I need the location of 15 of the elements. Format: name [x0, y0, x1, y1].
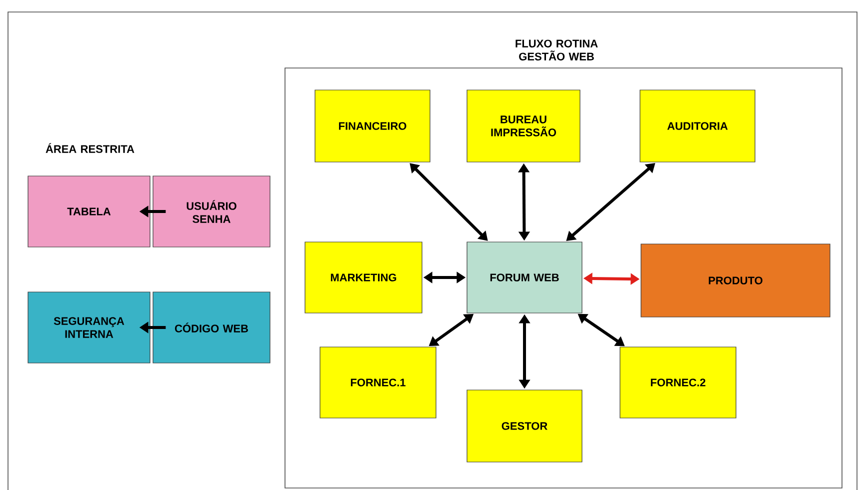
- process-box: AUDITORIA: [640, 90, 756, 162]
- process-box: TABELA: [28, 176, 150, 248]
- area-heading: ÁREA RESTRITA: [46, 143, 134, 153]
- process-box: PRODUTO: [640, 244, 830, 318]
- process-box: FORUM WEB: [466, 242, 582, 314]
- process-box: GESTOR: [466, 390, 582, 462]
- panel-heading: FLUXO ROTINA GESTÃO WEB: [516, 40, 598, 60]
- process-box: BUREAU IMPRESSÃO: [466, 90, 580, 162]
- process-box: MARKETING: [304, 242, 422, 314]
- process-box: SEGURANÇA INTERNA: [28, 292, 150, 364]
- process-box: CÓDIGO WEB: [152, 292, 270, 364]
- process-box: FORNEC.2: [620, 346, 736, 418]
- process-box: FINANCEIRO: [314, 90, 430, 162]
- process-box: FORNEC.1: [320, 346, 436, 418]
- process-box: USUÁRIO SENHA: [152, 176, 270, 248]
